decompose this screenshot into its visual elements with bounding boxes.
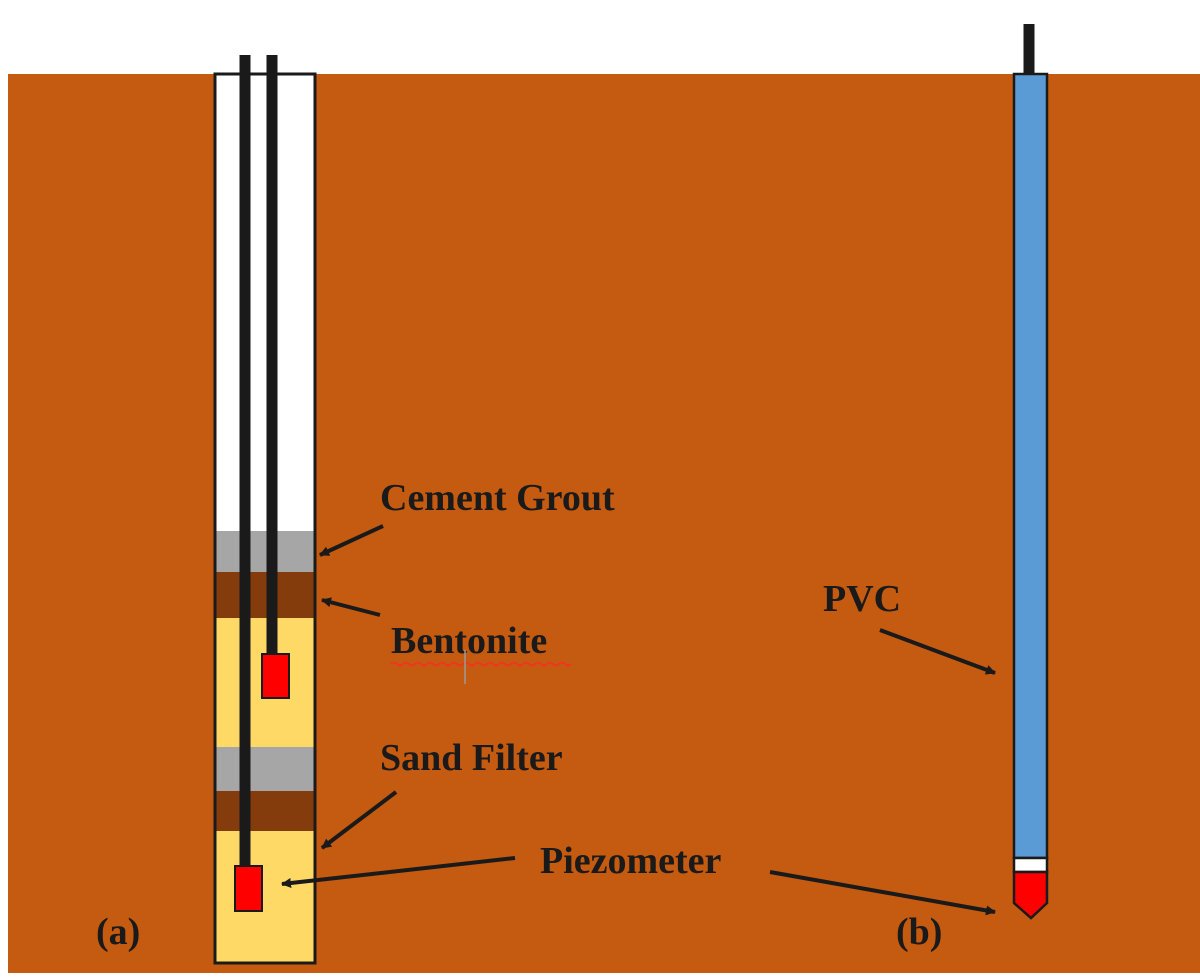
arrow-sand-filter xyxy=(320,790,398,850)
spellcheck-underline xyxy=(390,661,572,667)
sand-filter-layer-lower xyxy=(215,831,315,963)
arrow-pvc xyxy=(879,628,996,675)
arrow-piezometer-b xyxy=(769,870,996,916)
borehole-open-section xyxy=(215,74,315,531)
borehole-a xyxy=(213,55,317,965)
label-cement-grout: Cement Grout xyxy=(380,477,615,519)
label-panel-b: (b) xyxy=(896,911,942,953)
bentonite-layer-upper xyxy=(215,572,315,618)
label-pvc: PVC xyxy=(823,578,901,620)
bentonite-layer-lower xyxy=(215,791,315,831)
soil-ground xyxy=(8,74,1200,973)
piezometer-sensor-shallow xyxy=(261,653,290,699)
cement-grout-layer-lower xyxy=(215,747,315,791)
cement-grout-layer-upper xyxy=(215,531,315,572)
borehole-outline xyxy=(213,72,317,965)
pvc-pipe xyxy=(1012,72,1049,860)
arrow-piezometer-a xyxy=(281,856,516,888)
leader-arrows xyxy=(281,524,996,916)
standpipe-b xyxy=(1012,24,1049,920)
pvc-screen-gap xyxy=(1012,856,1049,874)
label-panel-a: (a) xyxy=(96,911,140,953)
label-piezometer: Piezometer xyxy=(540,840,722,882)
piezometer-tip xyxy=(1012,870,1049,920)
label-bentonite: Bentonite xyxy=(391,620,547,662)
arrow-bentonite xyxy=(321,597,381,617)
arrow-cement-grout xyxy=(319,524,384,557)
piezometer-sensor-deep xyxy=(234,865,263,912)
label-sand-filter: Sand Filter xyxy=(380,737,563,779)
